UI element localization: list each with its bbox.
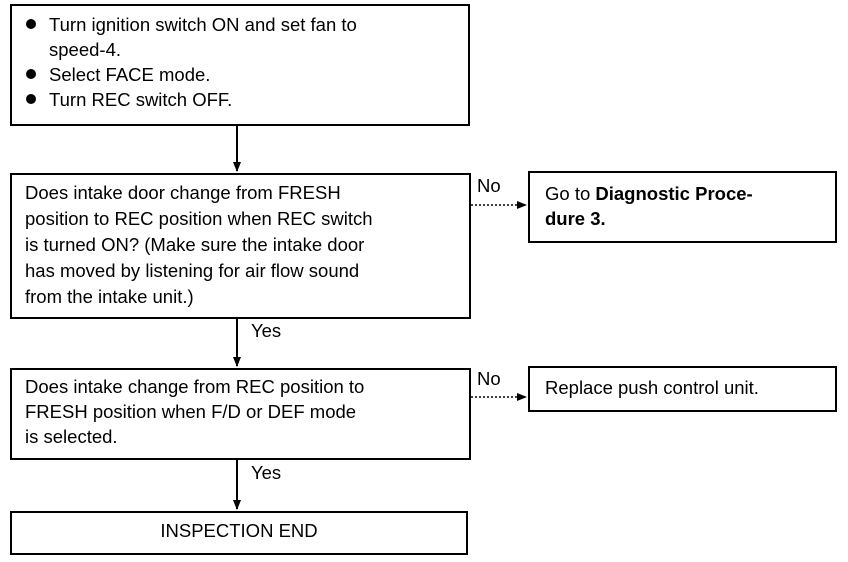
setup-item-3: Turn REC switch OFF. [49,89,233,110]
question-2-line-2: FRESH position when F/D or DEF mode [25,401,357,422]
q1-yes-label: Yes [251,320,282,341]
bullet-icon [26,19,36,29]
inspection-end-box [10,511,468,555]
question-1-line-2: position to REC position when REC switch [25,208,373,229]
q1-no-label: No [477,175,501,196]
question-1-line-4: has moved by listening for air flow soun… [25,260,360,281]
bullet-icon [26,69,36,79]
question-2-line-3: is selected. [25,426,118,447]
q2-no-label: No [477,368,501,389]
q1-no-action-plain: Go to [545,183,596,204]
q1-no-action-link: Diagnostic Proce- [595,183,753,204]
q2-no-action-box [528,366,837,412]
setup-box [10,4,470,126]
question-1-box [10,173,471,319]
bullet-icon [26,94,36,104]
q1-no-action-box [528,171,837,243]
q1-no-action-line-1: Go to Diagnostic Proce- [545,181,753,206]
q2-yes-label: Yes [251,462,282,483]
q1-no-action-link-cont: dure 3. [545,208,606,229]
q2-no-action-text: Replace push control unit. [545,377,759,398]
question-2-box [10,368,471,460]
setup-item-1-line-2: speed-4. [49,39,121,60]
question-1-line-5: from the intake unit.) [25,286,194,307]
question-2-line-1: Does intake change from REC position to [25,376,365,397]
inspection-end-text: INSPECTION END [160,520,318,541]
setup-item-1-line-1: Turn ignition switch ON and set fan to [49,14,357,35]
question-1-line-3: is turned ON? (Make sure the intake door [25,234,365,255]
setup-item-2: Select FACE mode. [49,64,211,85]
question-1-line-1: Does intake door change from FRESH [25,182,341,203]
q1-no-action-line-2: dure 3. [545,206,606,231]
